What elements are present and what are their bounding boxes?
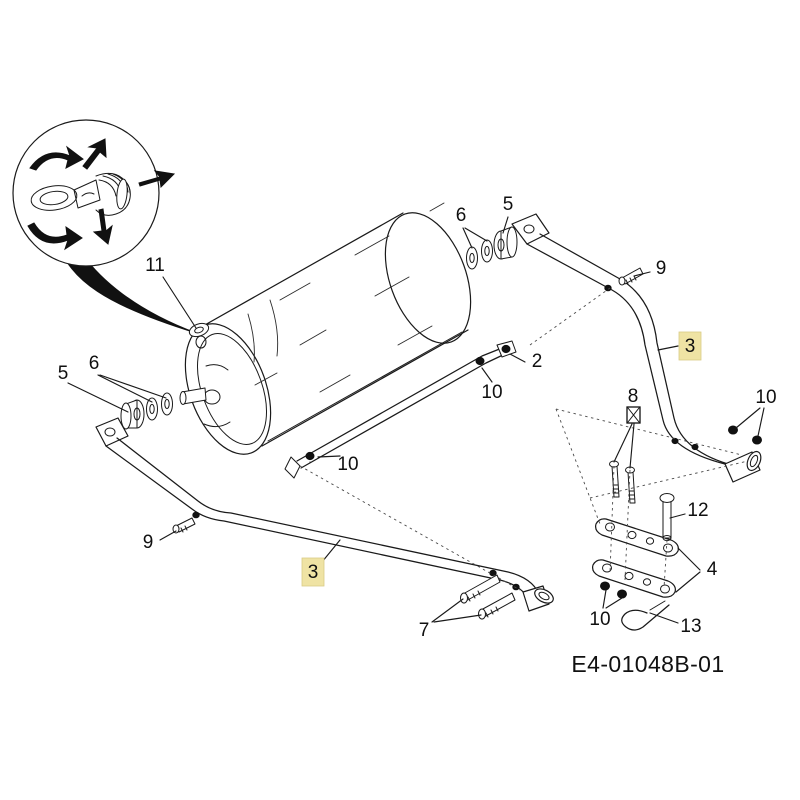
callout-label: 6 xyxy=(456,205,467,226)
callout-c9-top: 9 xyxy=(656,258,667,279)
frame-arm-upper-right xyxy=(511,213,762,483)
drum-surface-hatching xyxy=(247,202,445,393)
callout-c4: 4 xyxy=(707,559,718,580)
callout-label: 2 xyxy=(532,351,543,372)
flange-bearing-right xyxy=(493,226,518,260)
part-number: E4-01048B-01 xyxy=(571,651,724,677)
cotter-pin-13 xyxy=(621,600,670,631)
callout-c13: 13 xyxy=(680,616,701,637)
callout-c10-d: 10 xyxy=(589,609,610,630)
link-plate-lower xyxy=(592,559,676,598)
link-plates xyxy=(592,518,679,598)
callout-c12: 12 xyxy=(687,500,708,521)
callout-label: 3 xyxy=(308,562,319,583)
leader-lines xyxy=(67,216,765,624)
callout-label: 13 xyxy=(680,616,701,637)
callout-c5-top: 5 xyxy=(503,194,514,215)
bolt-7a xyxy=(460,574,501,604)
x-reference-marker xyxy=(626,406,641,424)
frame-plate-left xyxy=(95,417,129,447)
tube-end-left xyxy=(522,585,554,612)
roller-drum xyxy=(179,202,472,455)
callout-label: 12 xyxy=(687,500,708,521)
callout-c2: 2 xyxy=(532,351,543,372)
nut-r1 xyxy=(728,425,738,435)
callout-label: 9 xyxy=(656,258,667,279)
bolts-7 xyxy=(460,574,516,620)
axle-stub-left xyxy=(179,387,207,405)
inset-plug xyxy=(30,172,131,216)
callout-c6-top: 6 xyxy=(456,205,467,226)
callout-c6-left: 6 xyxy=(89,353,100,374)
axle-hardware-right xyxy=(466,226,518,270)
clevis-pin-12 xyxy=(659,493,675,541)
callout-label: 3 xyxy=(685,336,696,357)
callout-c9-left: 9 xyxy=(143,532,154,553)
callout-c7: 7 xyxy=(419,620,430,641)
callout-label: 11 xyxy=(145,255,165,276)
tube-end-right xyxy=(724,450,762,483)
washer-inner-right xyxy=(481,239,493,263)
callout-c8: 8 xyxy=(628,386,639,407)
frame-arm-lower-left xyxy=(95,417,554,612)
callout-c10-a: 10 xyxy=(481,382,502,403)
callout-label: 10 xyxy=(755,387,776,408)
detail-inset-callout-11 xyxy=(12,119,197,334)
flange-bearing-left xyxy=(120,399,145,430)
cross-brace-rod xyxy=(284,340,517,479)
callout-label: 10 xyxy=(337,454,358,475)
washer-inner-left xyxy=(146,397,158,421)
frame-plate-right xyxy=(511,213,550,245)
callout-label: 5 xyxy=(58,363,69,384)
callout-label: 9 xyxy=(143,532,154,553)
callout-label: 4 xyxy=(707,559,718,580)
bolt-9-right xyxy=(618,267,644,286)
callout-label: 6 xyxy=(89,353,100,374)
inset-arrows xyxy=(27,138,176,251)
bolt-7b xyxy=(478,592,516,620)
callout-c3-right: 3 xyxy=(678,331,702,361)
callout-labels: 2 3 3 4 5 5 6 6 7 8 9 xyxy=(58,194,777,641)
fill-plug xyxy=(188,322,210,349)
callout-label: 10 xyxy=(589,609,610,630)
callout-label: 10 xyxy=(481,382,502,403)
callout-c3-left: 3 xyxy=(301,557,325,587)
nuts-10-bottom xyxy=(600,581,627,599)
axle-hardware-left xyxy=(120,392,173,430)
callout-c5-left: 5 xyxy=(58,363,69,384)
bolts-8 xyxy=(609,460,636,504)
callout-label: 7 xyxy=(419,620,430,641)
callout-c11: 11 xyxy=(145,255,165,276)
callout-c10-b: 10 xyxy=(337,454,358,475)
callout-c10-c: 10 xyxy=(755,387,776,408)
link-plate-upper xyxy=(595,518,679,557)
callout-label: 5 xyxy=(503,194,514,215)
bolt-9-left xyxy=(172,517,196,534)
nut-r2 xyxy=(752,435,762,445)
washer-outer-right xyxy=(466,246,478,270)
washer-outer-left xyxy=(161,392,173,416)
callout-label: 8 xyxy=(628,386,639,407)
assembly-projection-lines xyxy=(299,287,749,591)
